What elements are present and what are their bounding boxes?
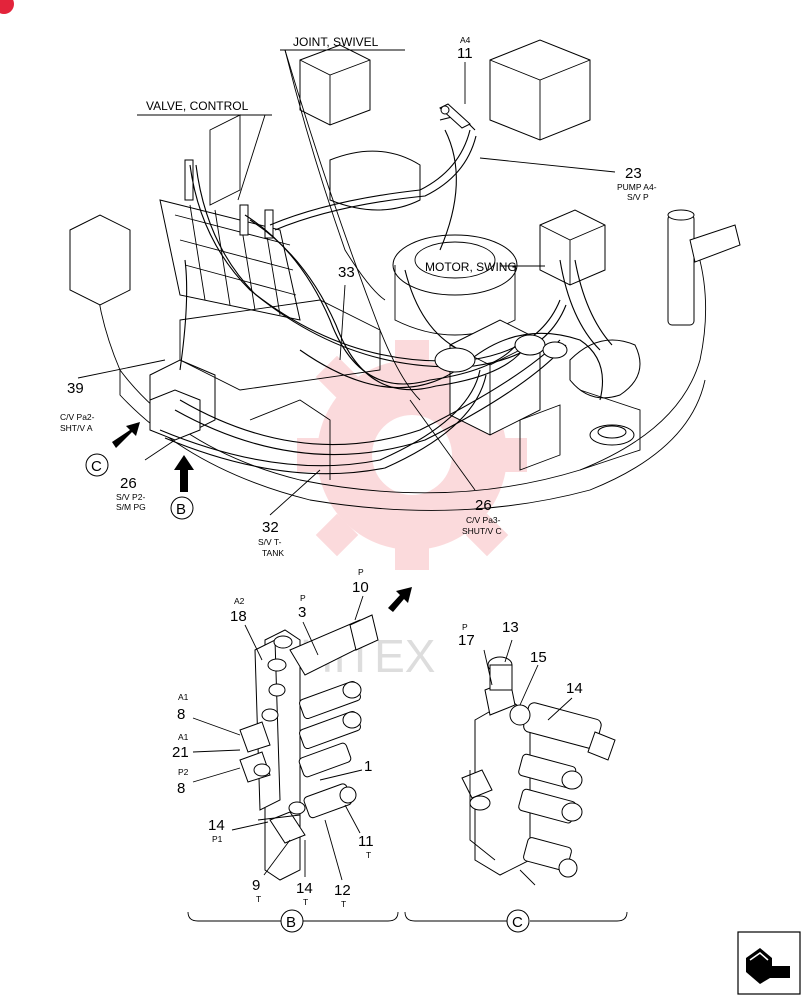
direction-arrow-icon [388, 587, 412, 612]
callout-26-right-sub2: SHUT/V C [462, 526, 502, 536]
detail-c-17: 17 [458, 632, 475, 649]
detail-c-13: 13 [502, 619, 519, 636]
corner-badge [0, 0, 14, 14]
detail-braces [187, 911, 628, 922]
label-valve-control: VALVE, CONTROL [146, 99, 249, 113]
callout-39: 39 [67, 380, 84, 397]
hose-bundle [159, 114, 613, 475]
leader-lines [77, 49, 616, 516]
detail-b-8b: 8 [177, 780, 185, 797]
callout-39-sub1: C/V Pa2- [60, 412, 95, 422]
detail-b-1: 1 [364, 758, 372, 775]
detail-c-15: 15 [530, 649, 547, 666]
detail-b-11: 11 [358, 833, 374, 850]
callout-32: 32 [262, 519, 279, 536]
detail-b-3-tag: P [300, 593, 306, 603]
label-motor-swing: MOTOR, SWING [425, 260, 517, 274]
detail-b-8a-tag: A1 [178, 692, 189, 702]
detail-b-leaders [192, 595, 364, 881]
detail-b-9: 9 [252, 877, 260, 894]
detail-b-marker: B [286, 914, 296, 931]
detail-b-12-tag: T [341, 899, 346, 909]
label-joint-swivel: JOINT, SWIVEL [293, 35, 379, 49]
callout-26-left: 26 [120, 475, 137, 492]
detail-b-14b: 14 [296, 880, 313, 897]
detail-c-circle [506, 909, 530, 933]
detail-b-8b-tag: P2 [178, 767, 189, 777]
callout-39-sub2: SHT/V A [60, 423, 93, 433]
detail-b-9-tag: T [256, 894, 261, 904]
detail-b-12: 12 [334, 882, 351, 899]
detail-b-8a: 8 [177, 706, 185, 723]
detail-b-21: 21 [172, 744, 189, 761]
detail-c-leaders [483, 639, 573, 721]
detail-b-14: 14 [208, 817, 225, 834]
callout-26-right: 26 [475, 497, 492, 514]
view-b-arrow-icon: B [170, 455, 194, 520]
detail-c-14: 14 [566, 680, 583, 697]
callout-23-sub1: PUMP A4- [617, 182, 657, 192]
view-b-marker: B [176, 501, 186, 518]
detail-c-17-tag: P [462, 622, 468, 632]
detail-b-10: 10 [352, 579, 369, 596]
callout-32-sub1: S/V T- [258, 537, 282, 547]
detail-b-assembly [239, 614, 379, 881]
view-c-arrow-icon: C [85, 422, 140, 477]
callout-26-left-sub1: S/V P2- [116, 492, 145, 502]
callout-32-sub2: TANK [262, 548, 284, 558]
detail-b-circle [280, 909, 304, 933]
detail-b-21-tag: A1 [178, 732, 189, 742]
callout-33: 33 [338, 264, 355, 281]
detail-b-10-tag: P [358, 567, 364, 577]
callout-11-top-tag: A4 [460, 35, 471, 45]
detail-b-3: 3 [298, 604, 306, 621]
callout-23-sub2: S/V P [627, 192, 649, 202]
detail-b-14-tag: P1 [212, 834, 223, 844]
detail-b-18: 18 [230, 608, 247, 625]
detail-b-18-tag: A2 [234, 596, 245, 606]
callout-11-top: 11 [457, 45, 473, 62]
view-c-marker: C [91, 458, 102, 475]
detail-c-assembly [461, 656, 616, 886]
callout-26-right-sub1: C/V Pa3- [466, 515, 501, 525]
control-valve-stack [159, 159, 301, 321]
next-page-icon[interactable] [737, 931, 801, 995]
callout-26-left-sub2: S/M PG [116, 502, 146, 512]
callout-23: 23 [625, 165, 642, 182]
detail-b-11-tag: T [366, 850, 371, 860]
detail-c-marker: C [512, 914, 523, 931]
detail-b-14b-tag: T [303, 897, 308, 907]
